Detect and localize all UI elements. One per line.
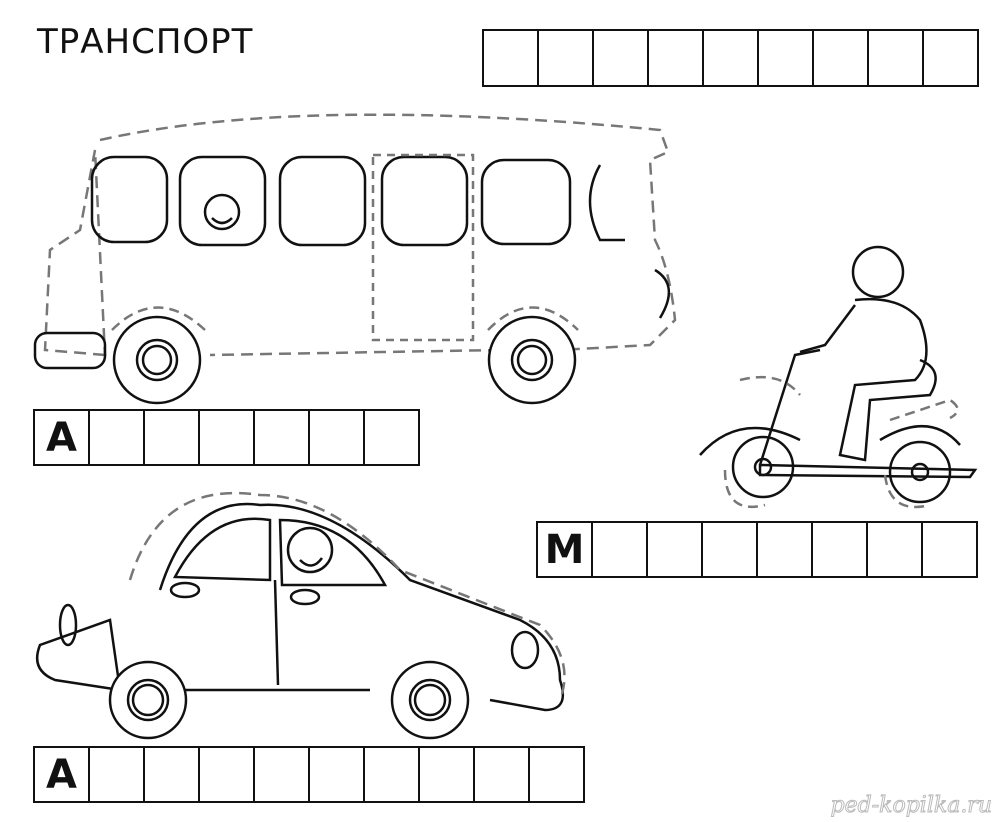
letter-cell[interactable] <box>310 411 365 464</box>
letter-cell[interactable] <box>200 411 255 464</box>
answer-grid-title <box>482 29 979 87</box>
car-drawing <box>35 491 566 740</box>
letter-cell[interactable] <box>145 411 200 464</box>
letter-cell[interactable] <box>703 523 758 576</box>
letter-cell[interactable] <box>813 523 868 576</box>
letter-cell[interactable] <box>539 31 594 85</box>
letter-cell[interactable] <box>814 31 869 85</box>
letter-cell[interactable] <box>868 523 923 576</box>
letter-cell-given: А <box>35 748 90 801</box>
letter-cell[interactable] <box>255 748 310 801</box>
answer-grid-bus: А <box>33 409 420 466</box>
letter-cell[interactable] <box>420 748 475 801</box>
letter-cell[interactable] <box>649 31 704 85</box>
answer-grid-car: А <box>33 746 585 803</box>
letter-cell[interactable] <box>924 31 977 85</box>
letter-cell[interactable] <box>869 31 924 85</box>
letter-cell[interactable] <box>365 411 418 464</box>
letter-cell[interactable] <box>648 523 703 576</box>
letter-cell[interactable] <box>923 523 976 576</box>
page-title: ТРАНСПОРТ <box>37 22 254 62</box>
letter-cell[interactable] <box>475 748 530 801</box>
letter-cell-given: М <box>538 523 593 576</box>
letter-cell[interactable] <box>594 31 649 85</box>
letter-cell[interactable] <box>310 748 365 801</box>
letter-cell[interactable] <box>530 748 583 801</box>
letter-cell[interactable] <box>759 31 814 85</box>
letter-cell[interactable] <box>200 748 255 801</box>
answer-grid-motorcycle: М <box>536 521 978 578</box>
letter-cell[interactable] <box>145 748 200 801</box>
letter-cell[interactable] <box>593 523 648 576</box>
letter-cell[interactable] <box>758 523 813 576</box>
letter-cell-given: А <box>35 411 90 464</box>
letter-cell[interactable] <box>90 748 145 801</box>
letter-cell[interactable] <box>90 411 145 464</box>
watermark: ped-kopilka.ru <box>830 793 992 819</box>
letter-cell[interactable] <box>255 411 310 464</box>
letter-cell[interactable] <box>365 748 420 801</box>
motorcycle-drawing <box>699 245 978 509</box>
bus-drawing <box>33 113 677 405</box>
letter-cell[interactable] <box>484 31 539 85</box>
letter-cell[interactable] <box>704 31 759 85</box>
